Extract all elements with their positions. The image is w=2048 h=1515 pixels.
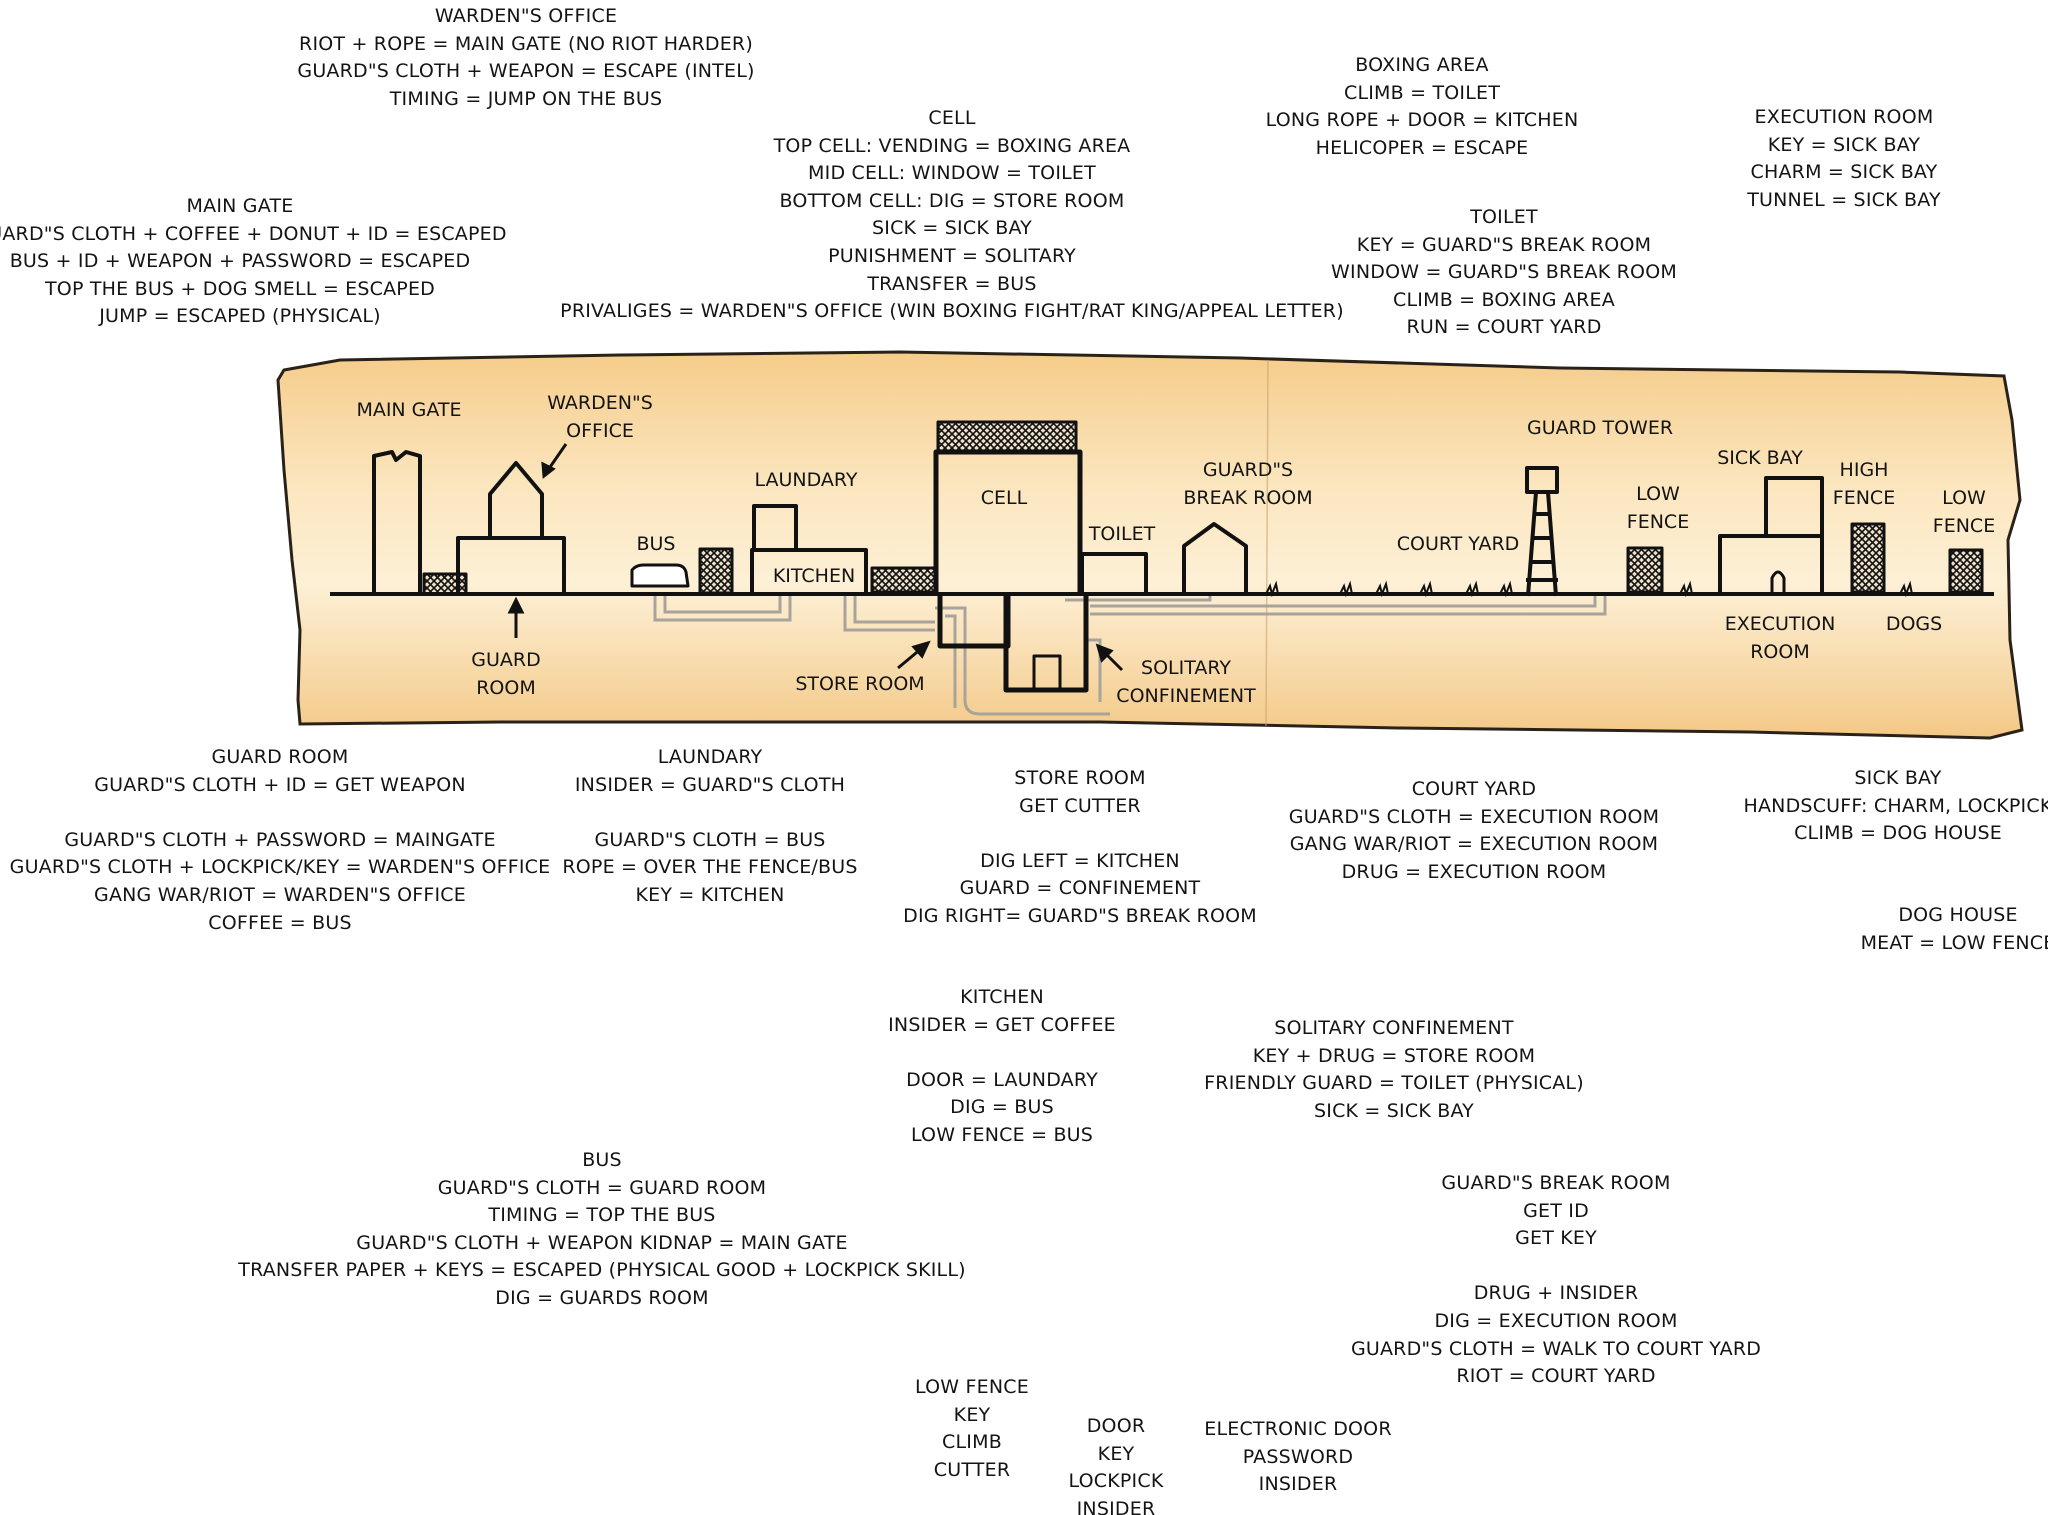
label-bus: BUS	[636, 533, 675, 555]
low-fence-2	[1948, 548, 1984, 594]
sick-bay-building	[1764, 476, 1824, 536]
guard-room-building	[456, 536, 566, 594]
label-guard-room-2: ROOM	[476, 677, 536, 699]
label-execution-room-2: ROOM	[1750, 641, 1810, 663]
label-solitary-2: CONFINEMENT	[1116, 685, 1256, 707]
board-seam	[1265, 359, 1269, 727]
label-solitary-1: SOLITARY	[1141, 657, 1231, 679]
label-kitchen: KITCHEN	[773, 565, 855, 587]
solitary-cell-door	[1032, 654, 1062, 690]
cell-building	[933, 449, 1083, 594]
label-main-gate: MAIN GATE	[356, 399, 461, 421]
low-fence-1	[1626, 546, 1664, 594]
toilet-building	[1080, 552, 1148, 594]
label-guard-room-1: GUARD	[471, 649, 540, 671]
bus-shape	[630, 563, 690, 588]
label-dogs: DOGS	[1886, 613, 1942, 635]
high-fence	[1850, 522, 1886, 594]
label-execution-room-1: EXECUTION	[1725, 613, 1836, 635]
label-low-fence-2a: LOW	[1942, 487, 1986, 509]
wardens-office-arrow	[546, 443, 568, 471]
label-low-fence-2b: FENCE	[1933, 515, 1995, 537]
label-break-room-1: GUARD"S	[1203, 459, 1293, 481]
kitchen-building	[750, 548, 868, 594]
label-store-room: STORE ROOM	[795, 673, 924, 695]
label-toilet: TOILET	[1088, 523, 1156, 545]
label-sick-bay: SICK BAY	[1717, 447, 1803, 469]
label-wardens-office-2: OFFICE	[566, 420, 634, 442]
label-court-yard: COURT YARD	[1397, 533, 1520, 555]
label-cell: CELL	[981, 487, 1028, 509]
grass	[1265, 580, 1913, 598]
bus-fence	[698, 547, 734, 595]
guard-tower-cabin	[1525, 466, 1559, 494]
wardens-office-building	[488, 461, 544, 538]
laundry-building	[752, 504, 798, 548]
main-gate-tower	[372, 450, 422, 594]
label-wardens-office-1: WARDEN"S	[547, 392, 653, 414]
label-low-fence-1a: LOW	[1636, 483, 1680, 505]
label-high-fence-1: HIGH	[1840, 459, 1889, 481]
label-low-fence-1b: FENCE	[1627, 511, 1689, 533]
guard-tower-shape	[1526, 491, 1558, 597]
label-break-room-2: BREAK ROOM	[1183, 487, 1312, 509]
cell-roof-mesh	[936, 420, 1078, 454]
parchment-board	[276, 350, 2024, 740]
arrows	[507, 443, 1124, 672]
execution-room-building	[1718, 534, 1824, 594]
solitary-building	[1003, 594, 1089, 693]
break-room-building	[1182, 522, 1248, 594]
label-laundry: LAUNDARY	[754, 469, 857, 491]
kitchen-fence	[870, 566, 938, 594]
dog-house-door	[1770, 570, 1786, 594]
label-guard-tower: GUARD TOWER	[1527, 417, 1673, 439]
label-high-fence-2: FENCE	[1833, 487, 1895, 509]
